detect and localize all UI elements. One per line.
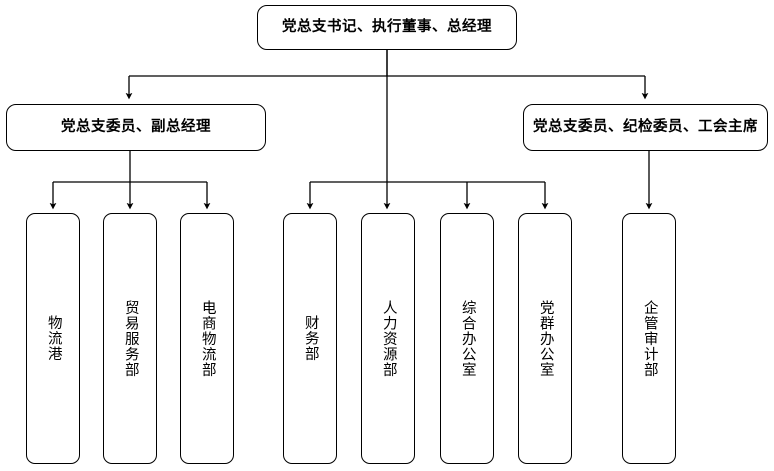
node-manager-left-label: 党总支委员、副总经理 bbox=[61, 118, 211, 135]
node-dept-maoyifuwubu[interactable]: 贸易服务部 bbox=[103, 213, 157, 464]
connector-top-to-managers bbox=[125, 50, 649, 100]
node-dept-dianshangwuliubu-label: 电商物流部 bbox=[199, 299, 216, 378]
connector-left-manager-to-depts bbox=[49, 151, 211, 210]
node-dept-zongheebangongshi-label: 综合办公室 bbox=[459, 299, 476, 378]
connector-center-to-depts bbox=[306, 181, 549, 210]
node-dept-caiwubu[interactable]: 财务部 bbox=[283, 213, 337, 464]
node-dept-maoyifuwubu-label: 贸易服务部 bbox=[122, 299, 139, 378]
node-dept-zongheebangongshi[interactable]: 综合办公室 bbox=[440, 213, 494, 464]
node-dept-dangqunbangongshi-label: 党群办公室 bbox=[537, 299, 554, 378]
node-dept-caiwubu-label: 财务部 bbox=[302, 315, 319, 362]
node-dept-wuliugang-label: 物流港 bbox=[45, 315, 62, 362]
node-top-executive[interactable]: 党总支书记、执行董事、总经理 bbox=[257, 5, 517, 50]
node-manager-right[interactable]: 党总支委员、纪检委员、工会主席 bbox=[523, 104, 768, 151]
node-dept-renliziyuanbu-label: 人力资源部 bbox=[380, 299, 397, 378]
node-dept-qiguanshenjibu-label: 企管审计部 bbox=[641, 299, 658, 378]
node-top-executive-label: 党总支书记、执行董事、总经理 bbox=[282, 18, 492, 35]
node-manager-left[interactable]: 党总支委员、副总经理 bbox=[6, 104, 266, 151]
node-dept-renliziyuanbu[interactable]: 人力资源部 bbox=[361, 213, 415, 464]
node-dept-qiguanshenjibu[interactable]: 企管审计部 bbox=[622, 213, 676, 464]
node-dept-dianshangwuliubu[interactable]: 电商物流部 bbox=[180, 213, 234, 464]
node-manager-right-label: 党总支委员、纪检委员、工会主席 bbox=[533, 118, 758, 135]
node-dept-dangqunbangongshi[interactable]: 党群办公室 bbox=[518, 213, 572, 464]
node-dept-wuliugang[interactable]: 物流港 bbox=[26, 213, 80, 464]
